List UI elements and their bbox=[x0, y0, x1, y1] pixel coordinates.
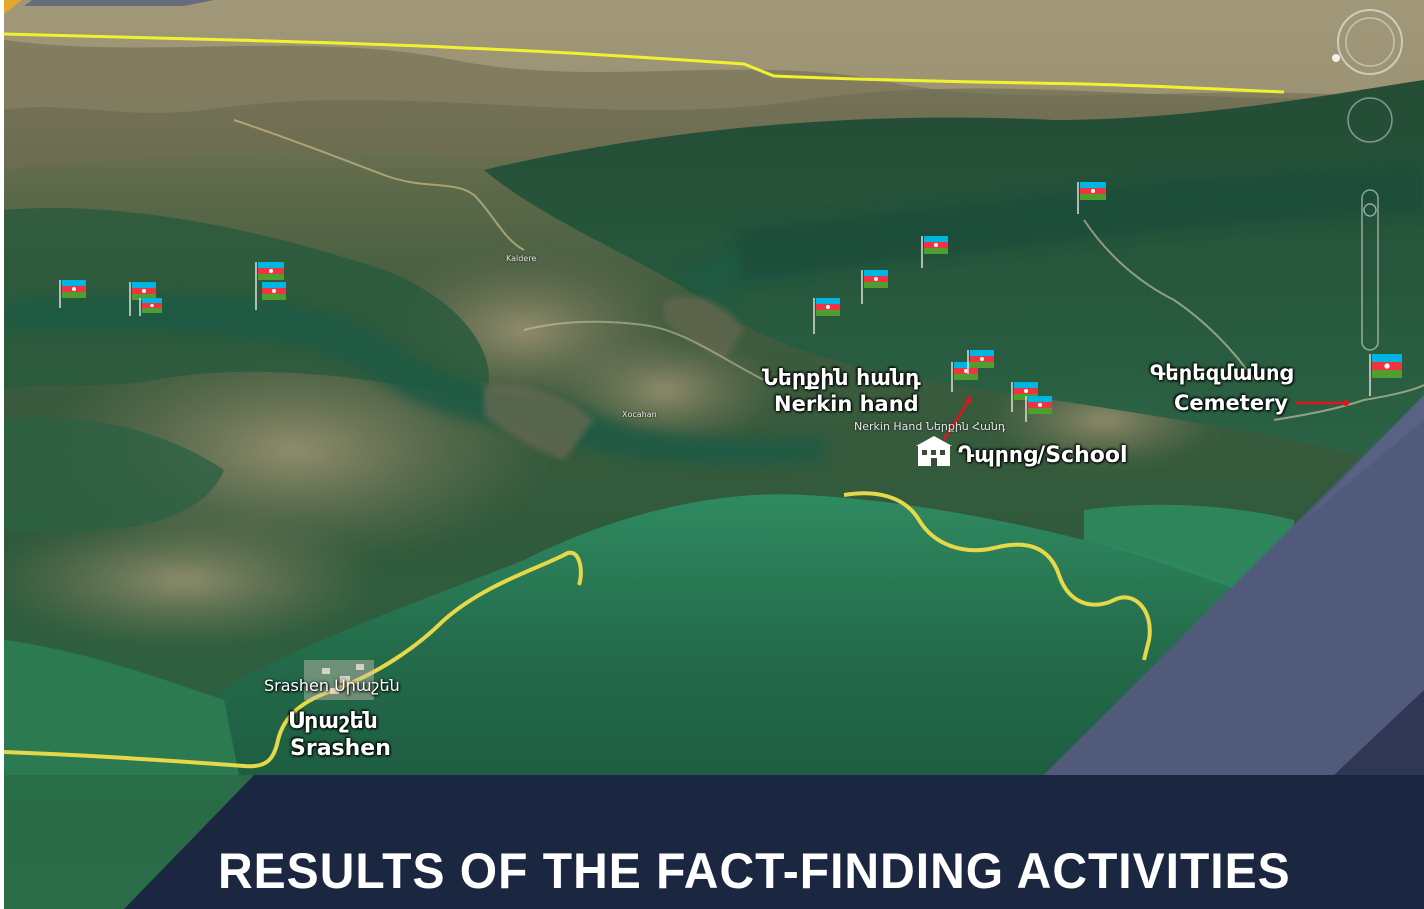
slide-title: RESULTS OF THE FACT-FINDING ACTIVITIES bbox=[218, 843, 1291, 900]
srashen-village bbox=[304, 660, 374, 700]
nerkin-hand-map-label: Nerkin Hand Ներքին Հանդ bbox=[854, 420, 1006, 433]
flag-icon bbox=[1369, 354, 1402, 396]
xocahan-label: Xocahan bbox=[622, 410, 657, 419]
cemetery-english-label: Cemetery bbox=[1174, 391, 1289, 415]
compass-icon bbox=[1332, 9, 1403, 143]
terrain-map bbox=[4, 0, 1424, 909]
school-label: Դպրոց/School bbox=[958, 443, 1128, 468]
flag-icon bbox=[861, 270, 888, 304]
flag-icon bbox=[813, 298, 840, 334]
flag-icon bbox=[921, 236, 948, 268]
srashen-map-label: Srashen Սրաշեն bbox=[264, 676, 400, 695]
zoom-slider bbox=[1361, 189, 1379, 351]
slate-corner bbox=[1044, 395, 1424, 775]
nerkin-hand-armenian-label: Ներքին հանդ bbox=[762, 366, 921, 391]
title-banner bbox=[124, 775, 1424, 909]
flag-icon bbox=[59, 280, 86, 308]
flag-icon bbox=[262, 282, 286, 300]
flag-icon bbox=[1025, 396, 1052, 422]
flag-icon bbox=[139, 298, 162, 316]
srashen-english-label: Srashen bbox=[290, 736, 391, 761]
cemetery-armenian-label: Գերեզմանոց bbox=[1150, 361, 1293, 385]
border-line bbox=[4, 32, 1285, 94]
flag-icon bbox=[129, 282, 156, 316]
kaldere-label: Kaldere bbox=[506, 254, 537, 263]
srashen-armenian-label: Սրաշեն bbox=[288, 709, 378, 734]
school-building-icon bbox=[916, 436, 952, 466]
flag-icon bbox=[951, 362, 978, 392]
flag-icon bbox=[255, 262, 284, 310]
flag-icon bbox=[967, 350, 994, 374]
nerkin-hand-english-label: Nerkin hand bbox=[774, 392, 919, 416]
flag-icon bbox=[1077, 182, 1106, 214]
